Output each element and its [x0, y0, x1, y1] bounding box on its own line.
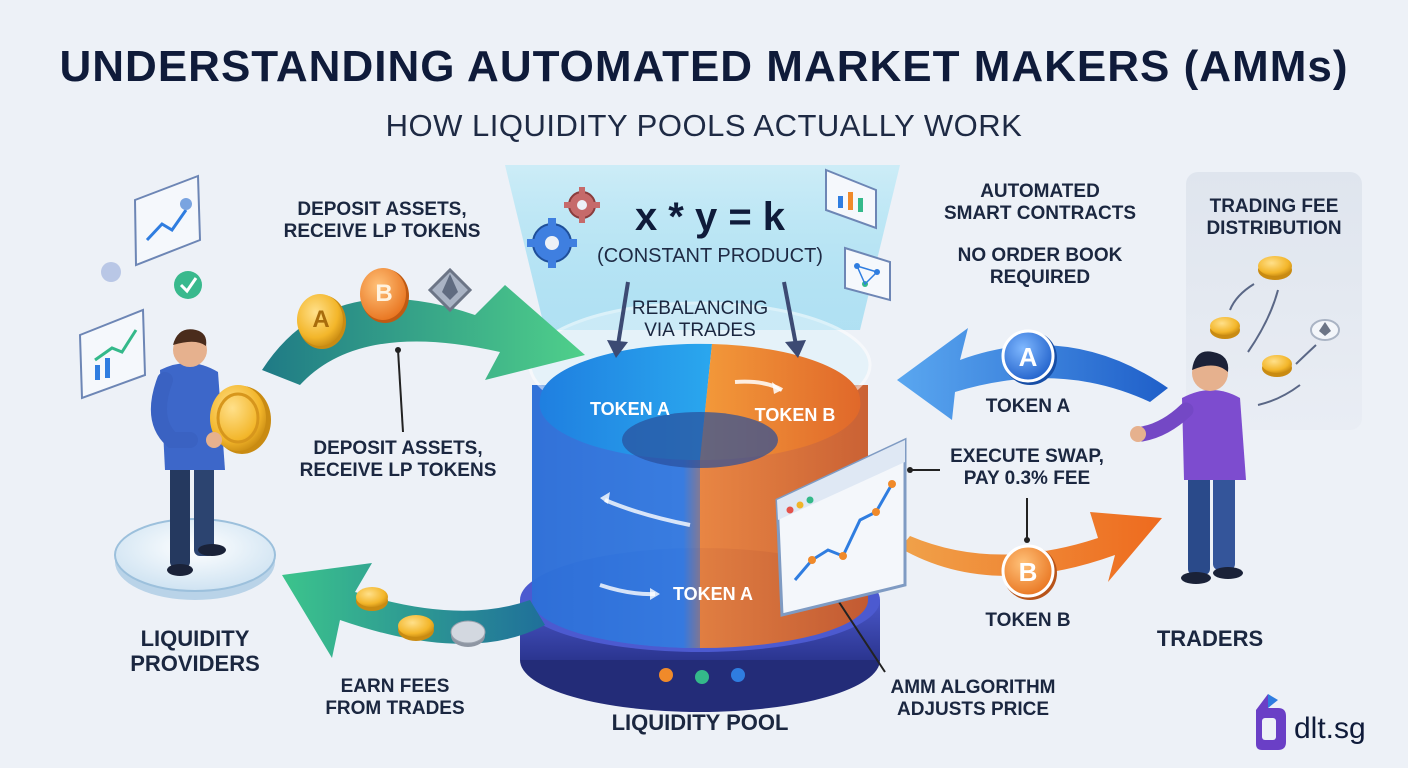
coin-a-icon: [297, 294, 346, 349]
price-chart-monitor: [775, 437, 907, 617]
trader-coin-a-label: A: [1018, 342, 1038, 372]
ethereum-icon: [1310, 319, 1340, 341]
trend-chart-icon: [78, 308, 147, 400]
coin-b-icon: [1001, 544, 1057, 600]
coin-b-label: B: [375, 280, 393, 307]
silver-coin-icon: [450, 620, 486, 647]
providers-name: LIQUIDITY PROVIDERS: [130, 626, 260, 677]
deposit-top-label: DEPOSIT ASSETS, RECEIVE LP TOKENS: [283, 199, 481, 242]
fee-flow-arrows: [1229, 283, 1317, 406]
deposit-mid-label: DEPOSIT ASSETS, RECEIVE LP TOKENS: [299, 438, 497, 481]
earn-fees-label: EARN FEES FROM TRADES: [325, 676, 465, 719]
checkmark-icon: [174, 271, 202, 299]
trader-coin-b-label: B: [1018, 557, 1038, 587]
network-icon: [844, 246, 891, 302]
light-beam: [505, 165, 900, 330]
fee-distribution-title: TRADING FEE DISTRIBUTION: [1206, 196, 1342, 239]
page-subtitle: HOW LIQUIDITY POOLS ACTUALLY WORK: [385, 108, 1023, 143]
earn-fees-arrow: [282, 563, 545, 658]
liquidity-provider-figure: [114, 329, 276, 600]
traders-name: TRADERS: [1156, 626, 1264, 651]
no-order-book-label: NO ORDER BOOK REQUIRED: [957, 245, 1123, 288]
liquidity-pool-cylinder: [520, 301, 880, 712]
token-a-top-label: TOKEN A: [589, 399, 670, 419]
coin-a-label: A: [312, 306, 330, 333]
rebalancing-label: REBALANCING VIA TRADES: [631, 298, 769, 341]
line-chart-icon: [133, 174, 202, 267]
coin-b-icon: [360, 268, 409, 323]
brand-logo-text: dlt.sg: [1294, 712, 1366, 745]
fee-coin-icon: [1262, 355, 1292, 377]
trader-figure: [1130, 351, 1246, 584]
token-a-bottom-label: TOKEN A: [672, 584, 753, 604]
token-icon: [101, 262, 121, 282]
execute-swap-label: EXECUTE SWAP, PAY 0.3% FEE: [950, 446, 1104, 489]
trader-token-b-label: TOKEN B: [985, 610, 1071, 631]
formula-caption: (CONSTANT PRODUCT): [597, 245, 823, 267]
coin-a-icon: [1001, 329, 1057, 385]
fee-coin-icon: [1210, 317, 1240, 339]
bar-chart-icon: [825, 168, 877, 230]
pool-name: LIQUIDITY POOL: [611, 710, 789, 735]
ethereum-icon: [427, 267, 473, 313]
gold-coin-icon: [398, 615, 434, 641]
rebalancing-arrows: [607, 281, 806, 358]
token-b-arrow: [900, 512, 1162, 582]
smart-contracts-label: AUTOMATED SMART CONTRACTS: [943, 181, 1137, 224]
pointer-line: [397, 349, 404, 433]
brand-logo-icon: [1256, 694, 1286, 750]
formula-equation: x * y = k: [634, 195, 786, 239]
algorithm-label: AMM ALGORITHM ADJUSTS PRICE: [890, 677, 1056, 720]
gear-icon: [564, 187, 600, 223]
token-b-top-label: TOKEN B: [754, 405, 836, 425]
fee-coin-icon: [1258, 256, 1292, 280]
trader-token-a-label: TOKEN A: [985, 396, 1071, 417]
gold-coin-icon: [356, 587, 388, 611]
page-title: UNDERSTANDING AUTOMATED MARKET MAKERS (A…: [59, 42, 1349, 91]
gear-icon: [527, 218, 577, 268]
